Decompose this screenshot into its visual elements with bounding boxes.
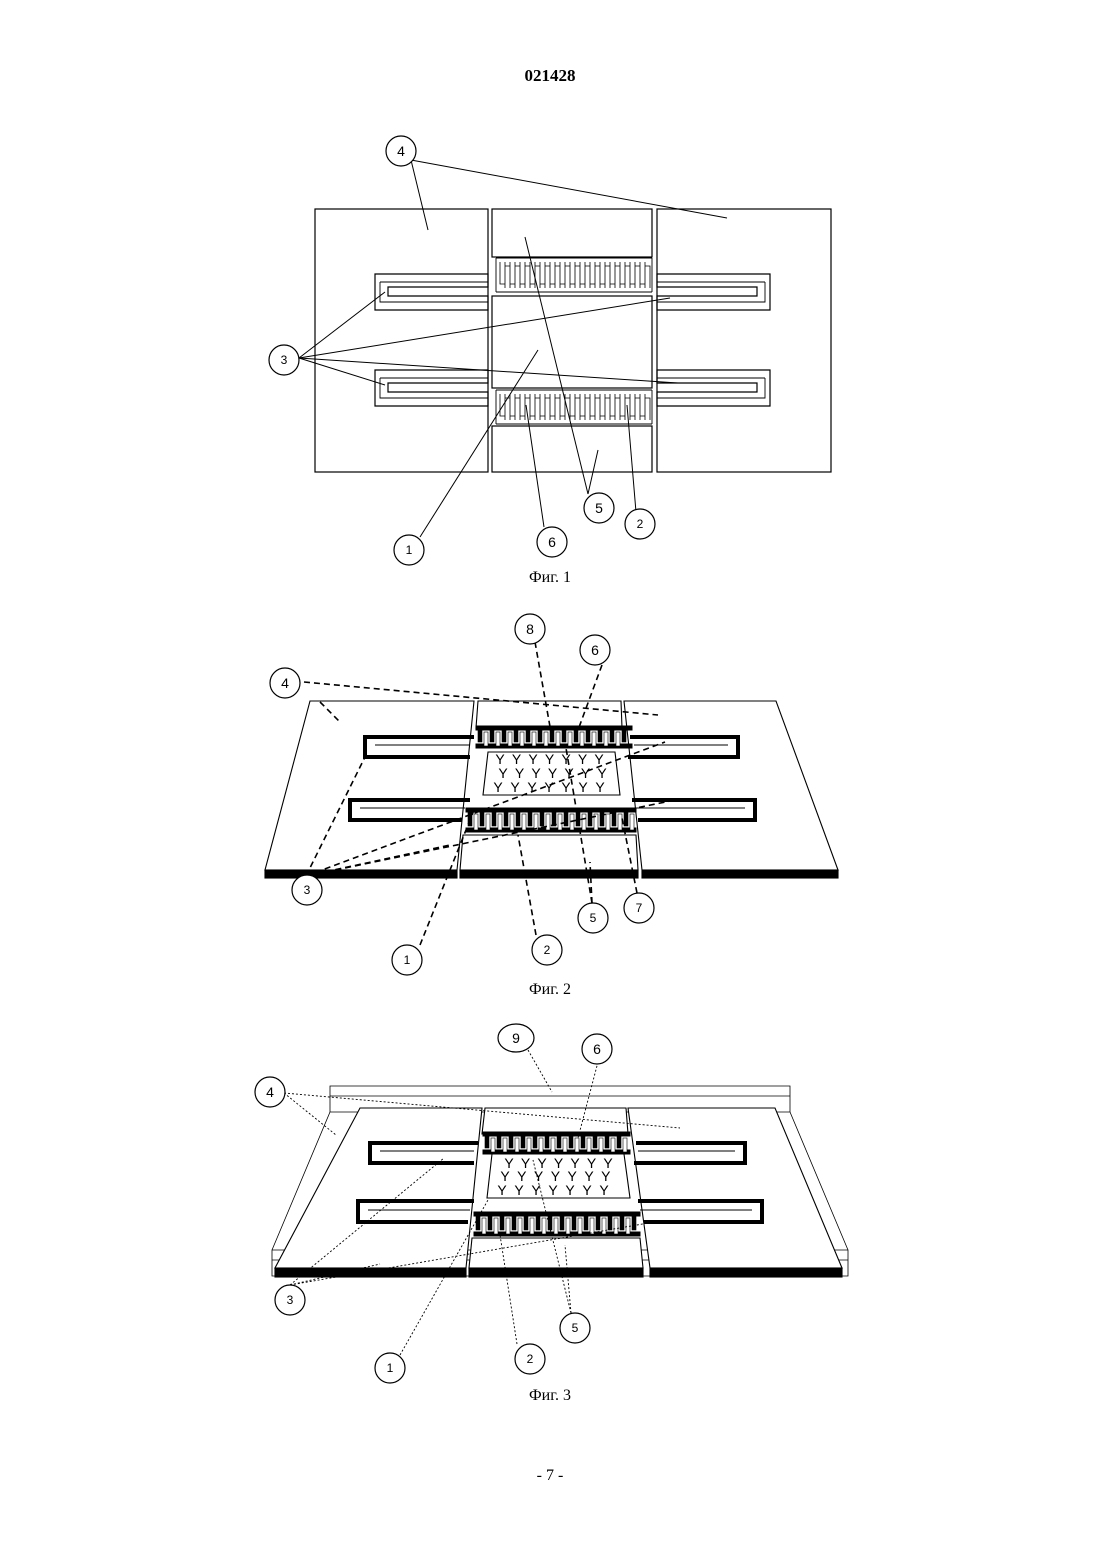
callout-label: 6 xyxy=(548,534,556,550)
molecule-glyph: Y xyxy=(561,779,571,795)
callout-label: 1 xyxy=(404,953,411,967)
figure-1-drawing: 4 3 1 6 5 2 xyxy=(0,130,1100,570)
callout-label: 5 xyxy=(595,500,603,516)
callout-label: 6 xyxy=(591,642,599,658)
callout-label: 4 xyxy=(281,675,289,691)
molecule-glyph: Y xyxy=(493,779,503,795)
page-number: - 7 - xyxy=(0,1467,1100,1485)
figure-2-caption: Фиг. 2 xyxy=(0,981,1100,999)
document-number: 021428 xyxy=(0,66,1100,86)
figure-3-caption: Фиг. 3 xyxy=(0,1387,1100,1405)
callout-label: 5 xyxy=(590,911,597,925)
callout-label: 7 xyxy=(636,901,643,915)
callout-label: 3 xyxy=(281,353,288,367)
callout-label: 3 xyxy=(287,1293,294,1307)
molecule-glyph: Y xyxy=(514,1182,524,1198)
molecule-glyph: Y xyxy=(510,779,520,795)
callout-label: 8 xyxy=(526,621,534,637)
callout-label: 2 xyxy=(637,517,644,531)
figure-1-caption: Фиг. 1 xyxy=(0,569,1100,587)
callout-label: 1 xyxy=(387,1361,394,1375)
callout-label: 3 xyxy=(304,883,311,897)
molecule-glyph: Y xyxy=(578,779,588,795)
callout-label: 5 xyxy=(572,1321,579,1335)
molecule-glyph: Y xyxy=(531,1182,541,1198)
molecule-glyph: Y xyxy=(599,1182,609,1198)
callout-label: 1 xyxy=(406,543,413,557)
figure-3-drawing: YYYYYYYYYYYYYYYYYYYYY 9 6 4 3 1 2 5 xyxy=(0,1020,1100,1390)
figure-2-drawing: YYYYYYYYYYYYYYYYYYYYY 8 6 4 3 1 2 5 7 xyxy=(0,610,1100,980)
molecule-glyph: Y xyxy=(548,1182,558,1198)
molecule-glyph: Y xyxy=(582,1182,592,1198)
callout-label: 4 xyxy=(266,1084,274,1100)
callout-label: 2 xyxy=(527,1352,534,1366)
callout-label: 2 xyxy=(544,943,551,957)
molecule-glyph: Y xyxy=(565,1182,575,1198)
callout-label: 9 xyxy=(512,1030,520,1046)
molecule-glyph: Y xyxy=(497,1182,507,1198)
callout-label: 4 xyxy=(397,143,405,159)
molecule-glyph: Y xyxy=(595,779,605,795)
molecule-glyph: Y xyxy=(527,779,537,795)
callout-label: 6 xyxy=(593,1041,601,1057)
